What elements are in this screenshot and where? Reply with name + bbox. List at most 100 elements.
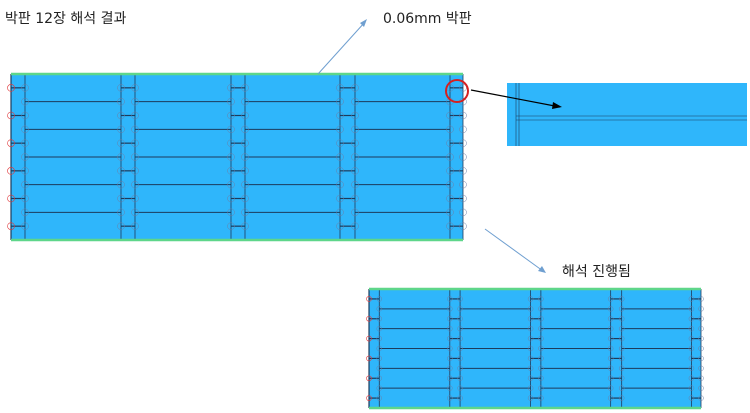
- node-marker: [457, 335, 463, 342]
- node-marker: [447, 335, 453, 342]
- node-marker: [459, 153, 467, 161]
- node-marker: [447, 316, 453, 322]
- node-marker: [117, 194, 125, 203]
- node-marker: [618, 365, 625, 372]
- node-marker: [21, 97, 29, 106]
- node-marker: [457, 375, 463, 381]
- node-marker: [21, 194, 29, 203]
- node-marker: [459, 84, 467, 92]
- node-marker: [618, 325, 625, 332]
- node-marker: [376, 355, 383, 362]
- node-marker: [241, 180, 249, 189]
- node-marker: [351, 125, 359, 134]
- node-marker: [241, 97, 249, 106]
- node-marker: [459, 180, 467, 189]
- node-marker: [21, 180, 29, 189]
- node-marker: [457, 306, 463, 312]
- node-marker: [447, 375, 453, 381]
- node-marker: [457, 365, 463, 372]
- node-marker: [538, 335, 544, 342]
- node-marker: [117, 125, 125, 134]
- node-marker: [21, 153, 29, 161]
- node-marker: [336, 84, 344, 92]
- node-marker: [131, 153, 139, 161]
- node-marker: [21, 222, 29, 230]
- node-marker: [351, 222, 359, 230]
- node-marker: [538, 296, 544, 302]
- support-marker: [7, 111, 15, 120]
- node-marker: [688, 345, 695, 352]
- node-marker: [131, 208, 139, 217]
- node-marker: [227, 222, 235, 230]
- support-marker: [7, 194, 15, 203]
- detail-arrowhead: [552, 102, 562, 109]
- node-marker: [241, 139, 249, 147]
- thin-plate-arrowhead: [360, 19, 367, 27]
- node-marker: [457, 325, 463, 332]
- node-marker: [457, 345, 463, 352]
- node-marker: [538, 325, 544, 332]
- node-marker: [459, 222, 467, 230]
- node-marker: [447, 365, 453, 372]
- node-marker: [688, 385, 695, 391]
- node-marker: [447, 296, 453, 302]
- node-marker: [21, 208, 29, 217]
- node-marker: [227, 208, 235, 217]
- node-marker: [459, 125, 467, 134]
- node-marker: [527, 345, 534, 352]
- node-marker: [446, 180, 454, 189]
- node-marker: [527, 375, 534, 381]
- node-marker: [227, 139, 235, 147]
- node-marker: [227, 125, 235, 134]
- node-marker: [527, 385, 534, 391]
- node-marker: [227, 84, 235, 92]
- node-marker: [131, 222, 139, 230]
- node-marker: [336, 194, 344, 203]
- node-marker: [241, 153, 249, 161]
- node-marker: [117, 97, 125, 106]
- node-marker: [698, 306, 704, 312]
- progress-model-view: [366, 287, 704, 410]
- node-marker: [618, 296, 625, 302]
- support-marker: [7, 84, 15, 92]
- node-marker: [351, 167, 359, 175]
- node-marker: [117, 84, 125, 92]
- node-marker: [376, 335, 383, 342]
- support-marker: [7, 222, 15, 230]
- node-marker: [688, 335, 695, 342]
- node-marker: [688, 325, 695, 332]
- node-marker: [446, 194, 454, 203]
- node-marker: [241, 125, 249, 134]
- node-marker: [698, 365, 704, 372]
- node-marker: [117, 111, 125, 120]
- node-marker: [459, 111, 467, 120]
- node-marker: [457, 395, 463, 401]
- node-marker: [446, 139, 454, 147]
- node-marker: [351, 180, 359, 189]
- support-marker: [366, 375, 372, 382]
- main-model-view: [7, 72, 467, 242]
- node-marker: [117, 222, 125, 230]
- node-marker: [351, 84, 359, 92]
- node-marker: [538, 385, 544, 391]
- node-marker: [607, 345, 614, 352]
- highlight-circle: [445, 79, 469, 103]
- node-marker: [527, 316, 534, 322]
- node-marker: [241, 111, 249, 120]
- progress-arrowhead: [538, 266, 546, 273]
- node-marker: [117, 139, 125, 147]
- node-marker: [446, 208, 454, 217]
- support-marker: [366, 315, 372, 322]
- node-marker: [698, 325, 704, 332]
- node-marker: [618, 345, 625, 352]
- node-marker: [117, 208, 125, 217]
- node-marker: [336, 153, 344, 161]
- node-marker: [376, 395, 383, 401]
- node-marker: [538, 306, 544, 312]
- node-marker: [538, 395, 544, 401]
- node-marker: [336, 97, 344, 106]
- node-marker: [117, 153, 125, 161]
- node-marker: [227, 194, 235, 203]
- node-marker: [131, 111, 139, 120]
- node-marker: [376, 306, 383, 312]
